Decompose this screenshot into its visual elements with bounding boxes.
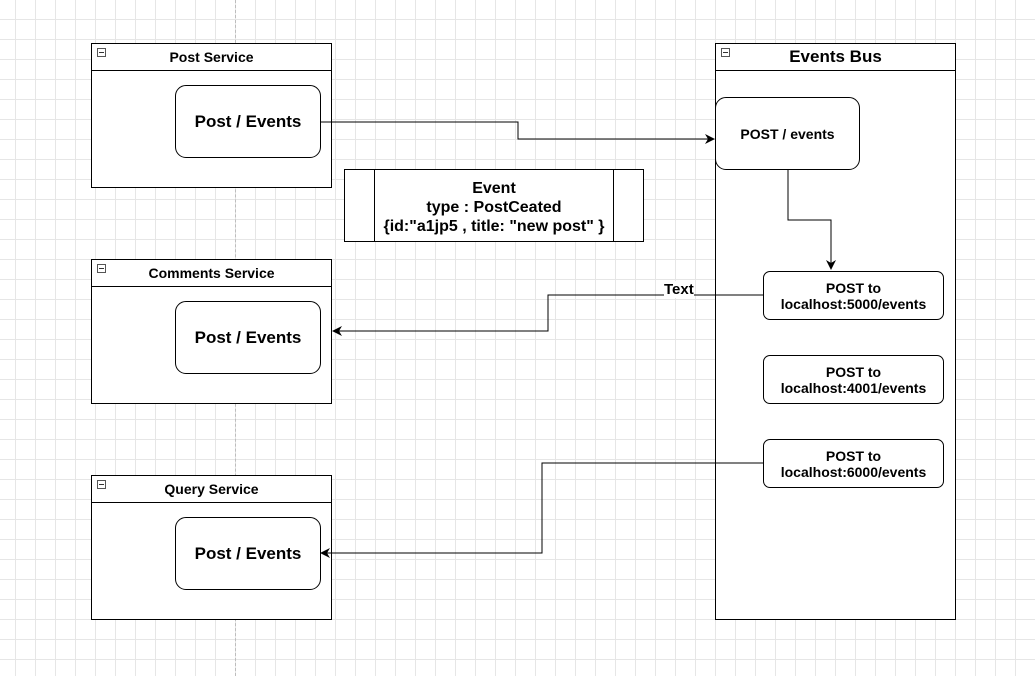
collapse-icon[interactable]	[97, 48, 106, 57]
query-service-header: Query Service	[92, 476, 331, 503]
connector-post-to-bus[interactable]	[321, 121, 715, 144]
event-process-text: Event type : PostCeated {id:"a1jp5 , tit…	[345, 179, 643, 236]
post-target-url: localhost:4001/events	[780, 379, 927, 396]
post-target-text: POST to localhost:4001/events	[781, 364, 927, 396]
edge-label[interactable]: Text	[664, 281, 694, 298]
post-target-url: localhost:6000/events	[780, 463, 927, 480]
post-target-method: POST to	[825, 447, 882, 464]
event-type: type : PostCeated	[426, 199, 562, 216]
post-service-header: Post Service	[92, 44, 331, 71]
post-service-endpoint-label: Post / Events	[194, 111, 302, 131]
query-service-title: Query Service	[164, 481, 259, 497]
post-target-text: POST to localhost:5000/events	[781, 280, 927, 312]
events-bus-endpoint[interactable]: POST / events	[715, 97, 860, 170]
post-service-endpoint[interactable]: Post / Events	[175, 85, 321, 158]
event-payload: {id:"a1jp5 , title: "new post" }	[383, 218, 605, 235]
process-left-bar	[374, 170, 375, 241]
collapse-icon[interactable]	[97, 264, 106, 273]
collapse-icon[interactable]	[721, 48, 730, 57]
event-process-box[interactable]: Event type : PostCeated {id:"a1jp5 , tit…	[344, 169, 644, 242]
post-target-method: POST to	[825, 363, 882, 380]
connector-5000-to-comments[interactable]	[332, 294, 763, 336]
post-target-5000[interactable]: POST to localhost:5000/events	[763, 271, 944, 320]
post-target-4001[interactable]: POST to localhost:4001/events	[763, 355, 944, 404]
query-service-endpoint-label: Post / Events	[194, 543, 302, 563]
post-target-text: POST to localhost:6000/events	[781, 448, 927, 480]
connector-bus-to-5000[interactable]	[787, 170, 836, 270]
events-bus-title: Events Bus	[789, 47, 882, 66]
post-service-title: Post Service	[169, 49, 254, 65]
event-title: Event	[472, 180, 516, 197]
collapse-icon[interactable]	[97, 480, 106, 489]
comments-service-endpoint[interactable]: Post / Events	[175, 301, 321, 374]
comments-service-header: Comments Service	[92, 260, 331, 287]
post-target-6000[interactable]: POST to localhost:6000/events	[763, 439, 944, 488]
connector-6000-to-query[interactable]	[320, 462, 763, 558]
process-right-bar	[613, 170, 614, 241]
events-bus-endpoint-label: POST / events	[740, 125, 835, 142]
post-target-url: localhost:5000/events	[780, 295, 927, 312]
events-bus-header: Events Bus	[716, 44, 955, 71]
comments-service-endpoint-label: Post / Events	[194, 327, 302, 347]
post-target-method: POST to	[825, 279, 882, 296]
comments-service-title: Comments Service	[148, 265, 275, 281]
